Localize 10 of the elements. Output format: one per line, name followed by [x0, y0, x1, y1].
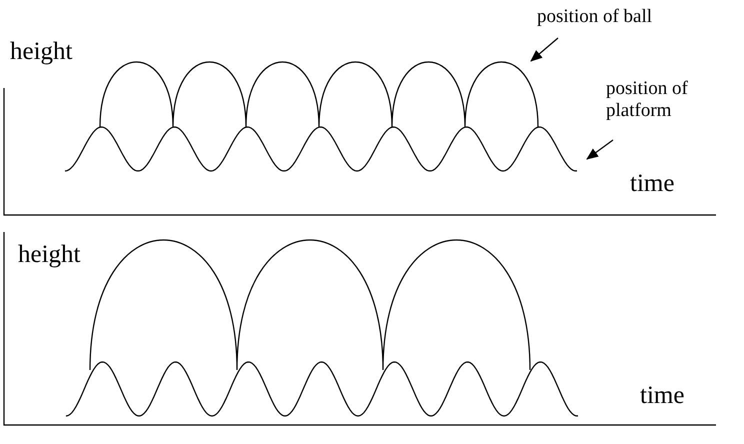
axis-label: time	[630, 172, 674, 196]
leader-arrow	[586, 140, 614, 160]
axis-label: time	[640, 384, 684, 408]
ball-trajectory-curve	[99, 61, 539, 128]
platform-wave-curve	[64, 126, 578, 172]
axis-label: height	[18, 243, 80, 267]
callout-text: position of ball	[537, 6, 717, 28]
leader-arrow	[530, 38, 558, 62]
axis-label: height	[10, 40, 72, 64]
callout-text: position of platform	[606, 78, 736, 122]
